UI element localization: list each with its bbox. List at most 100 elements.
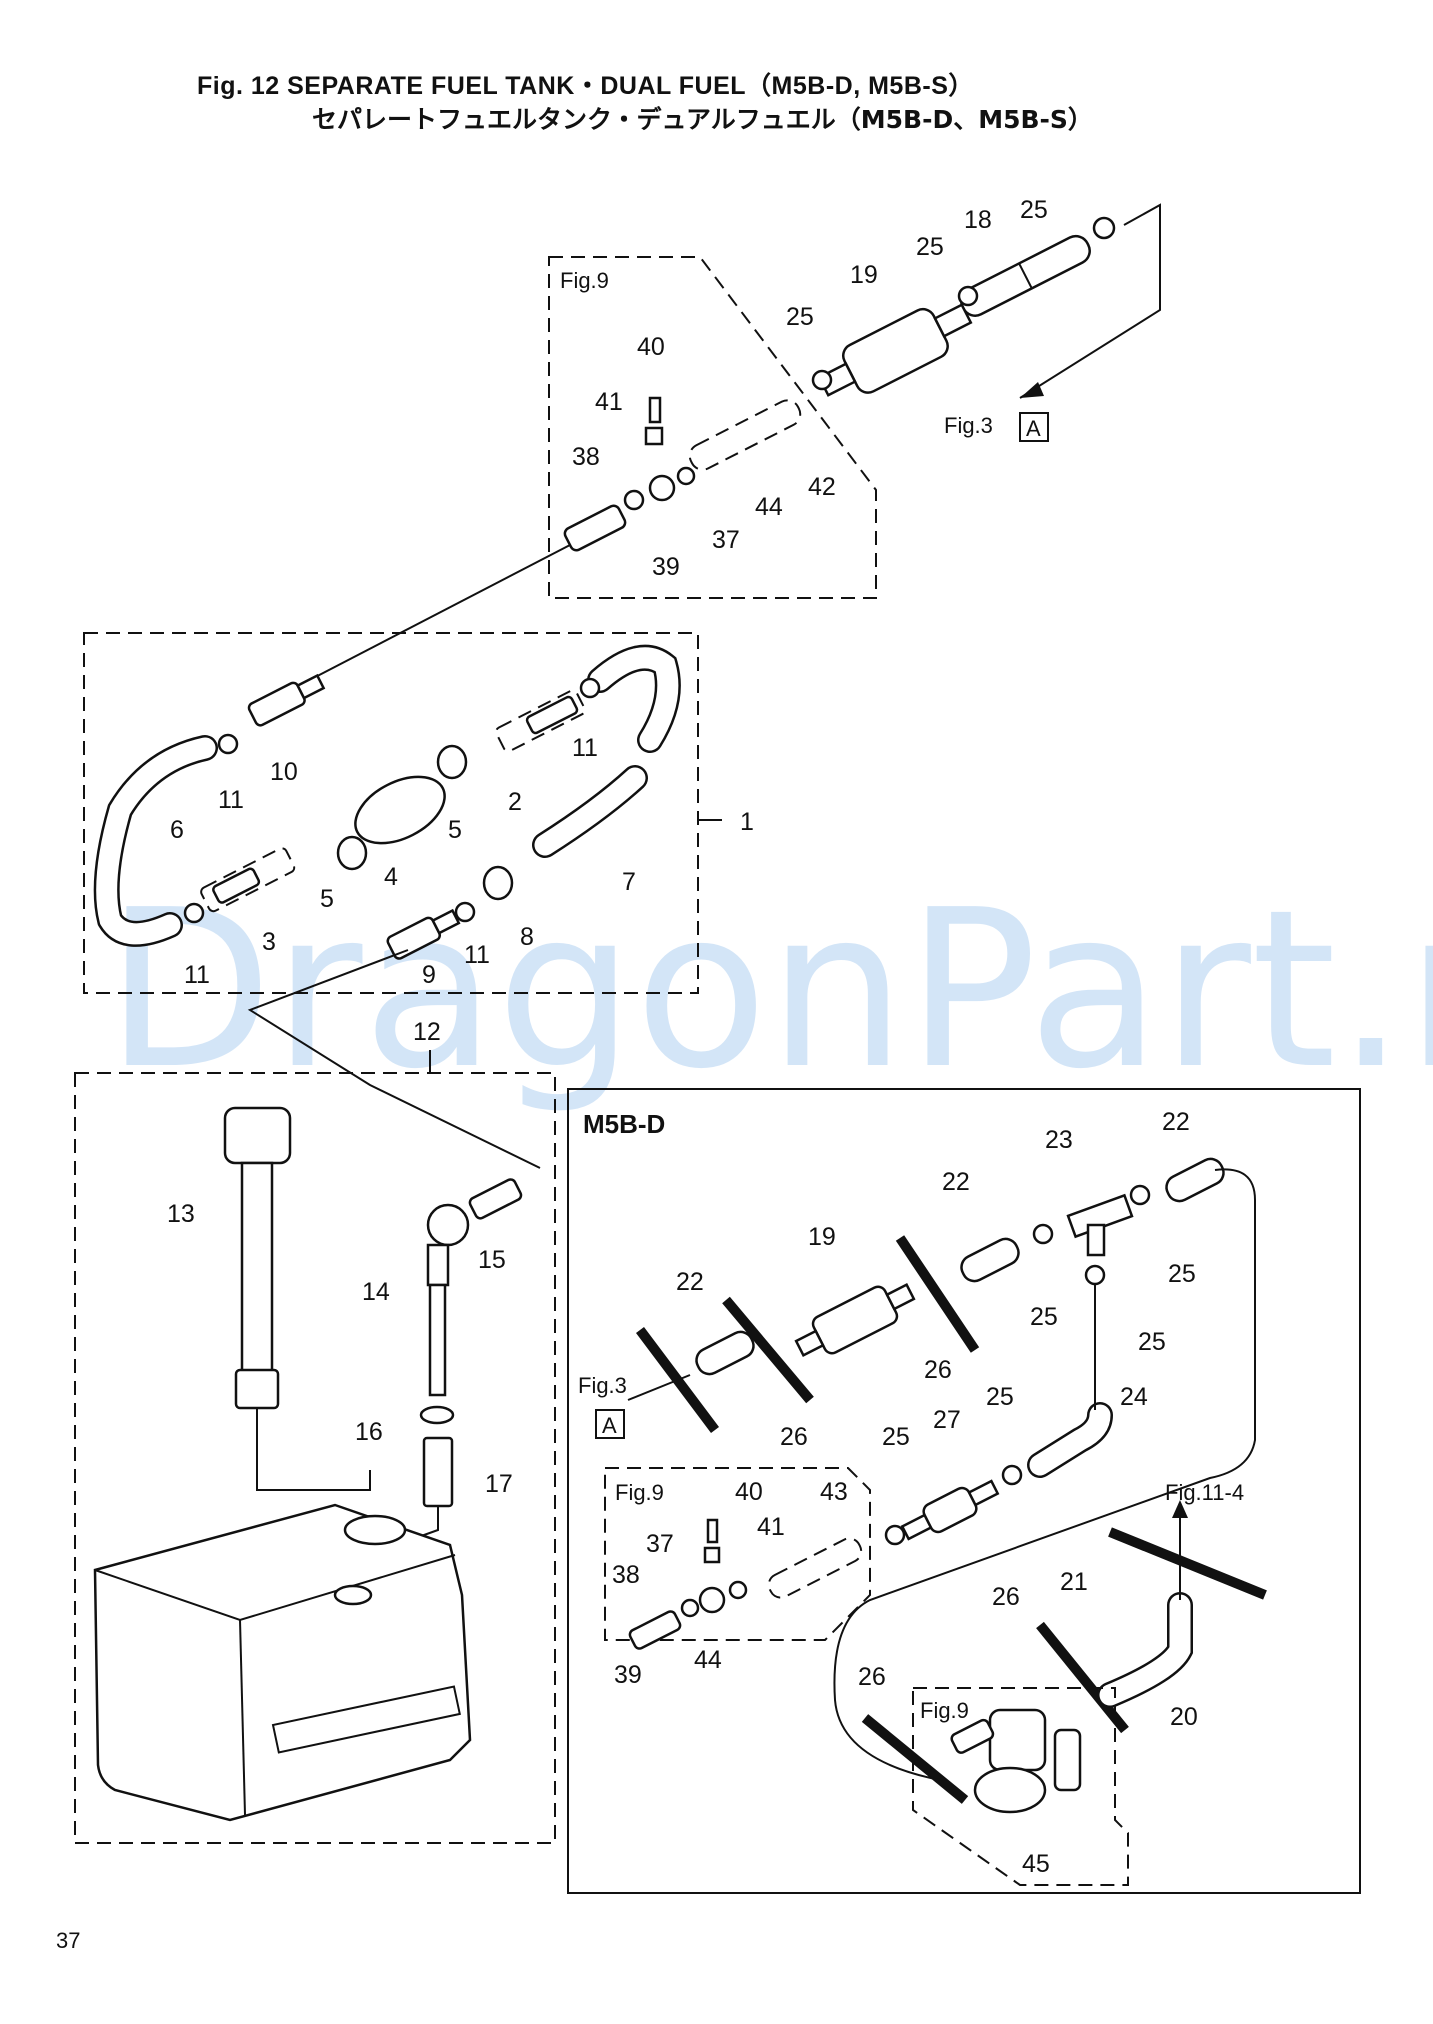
clip-25-g [1001, 1464, 1023, 1486]
callout-27: 27 [933, 1406, 961, 1434]
callout-15: 15 [478, 1246, 506, 1274]
arrow-head-fig3 [1020, 382, 1044, 398]
nut-41 [644, 426, 664, 446]
callout-5-right: 5 [448, 816, 462, 844]
callout-25-g: 25 [986, 1383, 1014, 1411]
callout-16: 16 [355, 1418, 383, 1446]
figure-title-english: Fig. 12 SEPARATE FUEL TANK・DUAL FUEL（M5B… [197, 72, 974, 100]
callout-25-f: 25 [1138, 1328, 1166, 1356]
connector-9 [386, 908, 461, 960]
primer-bulb-4 [354, 775, 446, 845]
callout-26-b: 26 [780, 1423, 808, 1451]
fuel-tank-body [93, 1503, 472, 1822]
hose-22-b [960, 1237, 1020, 1283]
clamp-11-c [183, 902, 205, 924]
fuel-filter-19-top [817, 303, 973, 397]
callout-22-b: 22 [942, 1168, 970, 1196]
callout-26-c: 26 [992, 1583, 1020, 1611]
figure-title-japanese: セパレートフュエルタンク・デュアルフュエル（M5B-D、M5B-S） [312, 105, 1093, 134]
clip-44 [676, 466, 696, 486]
callout-20: 20 [1170, 1703, 1198, 1731]
callout-19-lower: 19 [808, 1223, 836, 1251]
joint-39 [563, 504, 627, 552]
cable-tie-26-c [895, 1235, 980, 1353]
callout-44-lower: 44 [694, 1646, 722, 1674]
bracket-37 [648, 474, 676, 502]
callout-41: 41 [595, 388, 623, 416]
cable-tie-26-b [722, 1296, 814, 1404]
clip-25-c [811, 369, 833, 391]
fuel-gauge-13-float [234, 1368, 280, 1410]
return-routing-line [833, 1168, 1256, 1781]
screw-40-lower [706, 1518, 719, 1544]
clip-44-lower [728, 1580, 748, 1600]
cable-tie-21 [1108, 1527, 1267, 1600]
fig9-lower-region [604, 1467, 871, 1641]
fuel-line-to-fig3 [1019, 203, 1161, 399]
fig9-top-region [548, 256, 877, 599]
leader-gauge-to-tank [256, 1408, 371, 1491]
callout-22-a: 22 [676, 1268, 704, 1296]
connector-27 [900, 1479, 1000, 1541]
callout-7: 7 [622, 868, 636, 896]
carburetor-45 [950, 1708, 1082, 1814]
fuel-gauge-13-head [223, 1106, 292, 1165]
joint-39-lower [628, 1610, 682, 1650]
clamp-11-a [217, 733, 239, 755]
fig3-top-label: Fig.3 [944, 413, 993, 438]
callout-9: 9 [422, 961, 436, 989]
callout-42: 42 [808, 473, 836, 501]
ring-5-right [436, 744, 468, 780]
ref-a-lower-box [595, 1409, 625, 1439]
callout-11-a: 11 [218, 786, 244, 814]
fig3-lower-label: Fig.3 [578, 1373, 627, 1398]
page-number: 37 [56, 1928, 81, 1953]
callout-25-e: 25 [1168, 1260, 1196, 1288]
callout-19-top: 19 [850, 261, 878, 289]
strainer-17 [422, 1436, 454, 1508]
nut-41-lower [703, 1546, 721, 1564]
clip-25-a [1092, 216, 1116, 240]
callout-10: 10 [270, 758, 298, 786]
fuel-joint-14-elbow [426, 1203, 470, 1247]
connector-15 [468, 1178, 523, 1220]
callout-43: 43 [820, 1478, 848, 1506]
callout-11-d: 11 [464, 941, 490, 969]
callout-11-c: 11 [184, 961, 210, 989]
callout-14: 14 [362, 1278, 390, 1306]
callout-39-lower: 39 [614, 1661, 642, 1689]
callout-5-left: 5 [320, 885, 334, 913]
fuel-tank-region [74, 1072, 556, 1844]
callout-38: 38 [572, 443, 600, 471]
tank-label-plate [271, 1685, 461, 1754]
fig9-carb-label: Fig.9 [920, 1698, 969, 1723]
clip-25-b [957, 285, 979, 307]
callout-41-lower: 41 [757, 1513, 785, 1541]
ring-5-left [336, 835, 368, 871]
ref-a-top-box [1019, 412, 1049, 442]
hose-43 [767, 1537, 863, 1599]
callout-39: 39 [652, 553, 680, 581]
fig9-carb-region [912, 1687, 1129, 1886]
tank-outlet [333, 1584, 373, 1606]
ref-a-lower-label: A [602, 1413, 617, 1438]
callout-12: 12 [413, 1018, 441, 1046]
valve-3 [200, 847, 296, 913]
callout-3: 3 [262, 928, 276, 956]
hose-22-a [695, 1330, 755, 1376]
hose-42 [688, 399, 802, 471]
washer-38 [623, 489, 645, 511]
callout-25-d: 25 [1030, 1303, 1058, 1331]
fig9-lower-label: Fig.9 [615, 1480, 664, 1505]
clamp-11-d [454, 901, 476, 923]
callout-8: 8 [520, 923, 534, 951]
callout-40: 40 [637, 333, 665, 361]
watermark-text: DragonPart.ru [105, 864, 1433, 1117]
callout-25-b: 25 [916, 233, 944, 261]
callout-17: 17 [485, 1470, 513, 1498]
callout-37-lower: 37 [646, 1530, 674, 1558]
cable-tie-26-a [636, 1327, 719, 1433]
callout-37: 37 [712, 526, 740, 554]
callout-26-d: 26 [858, 1663, 886, 1691]
